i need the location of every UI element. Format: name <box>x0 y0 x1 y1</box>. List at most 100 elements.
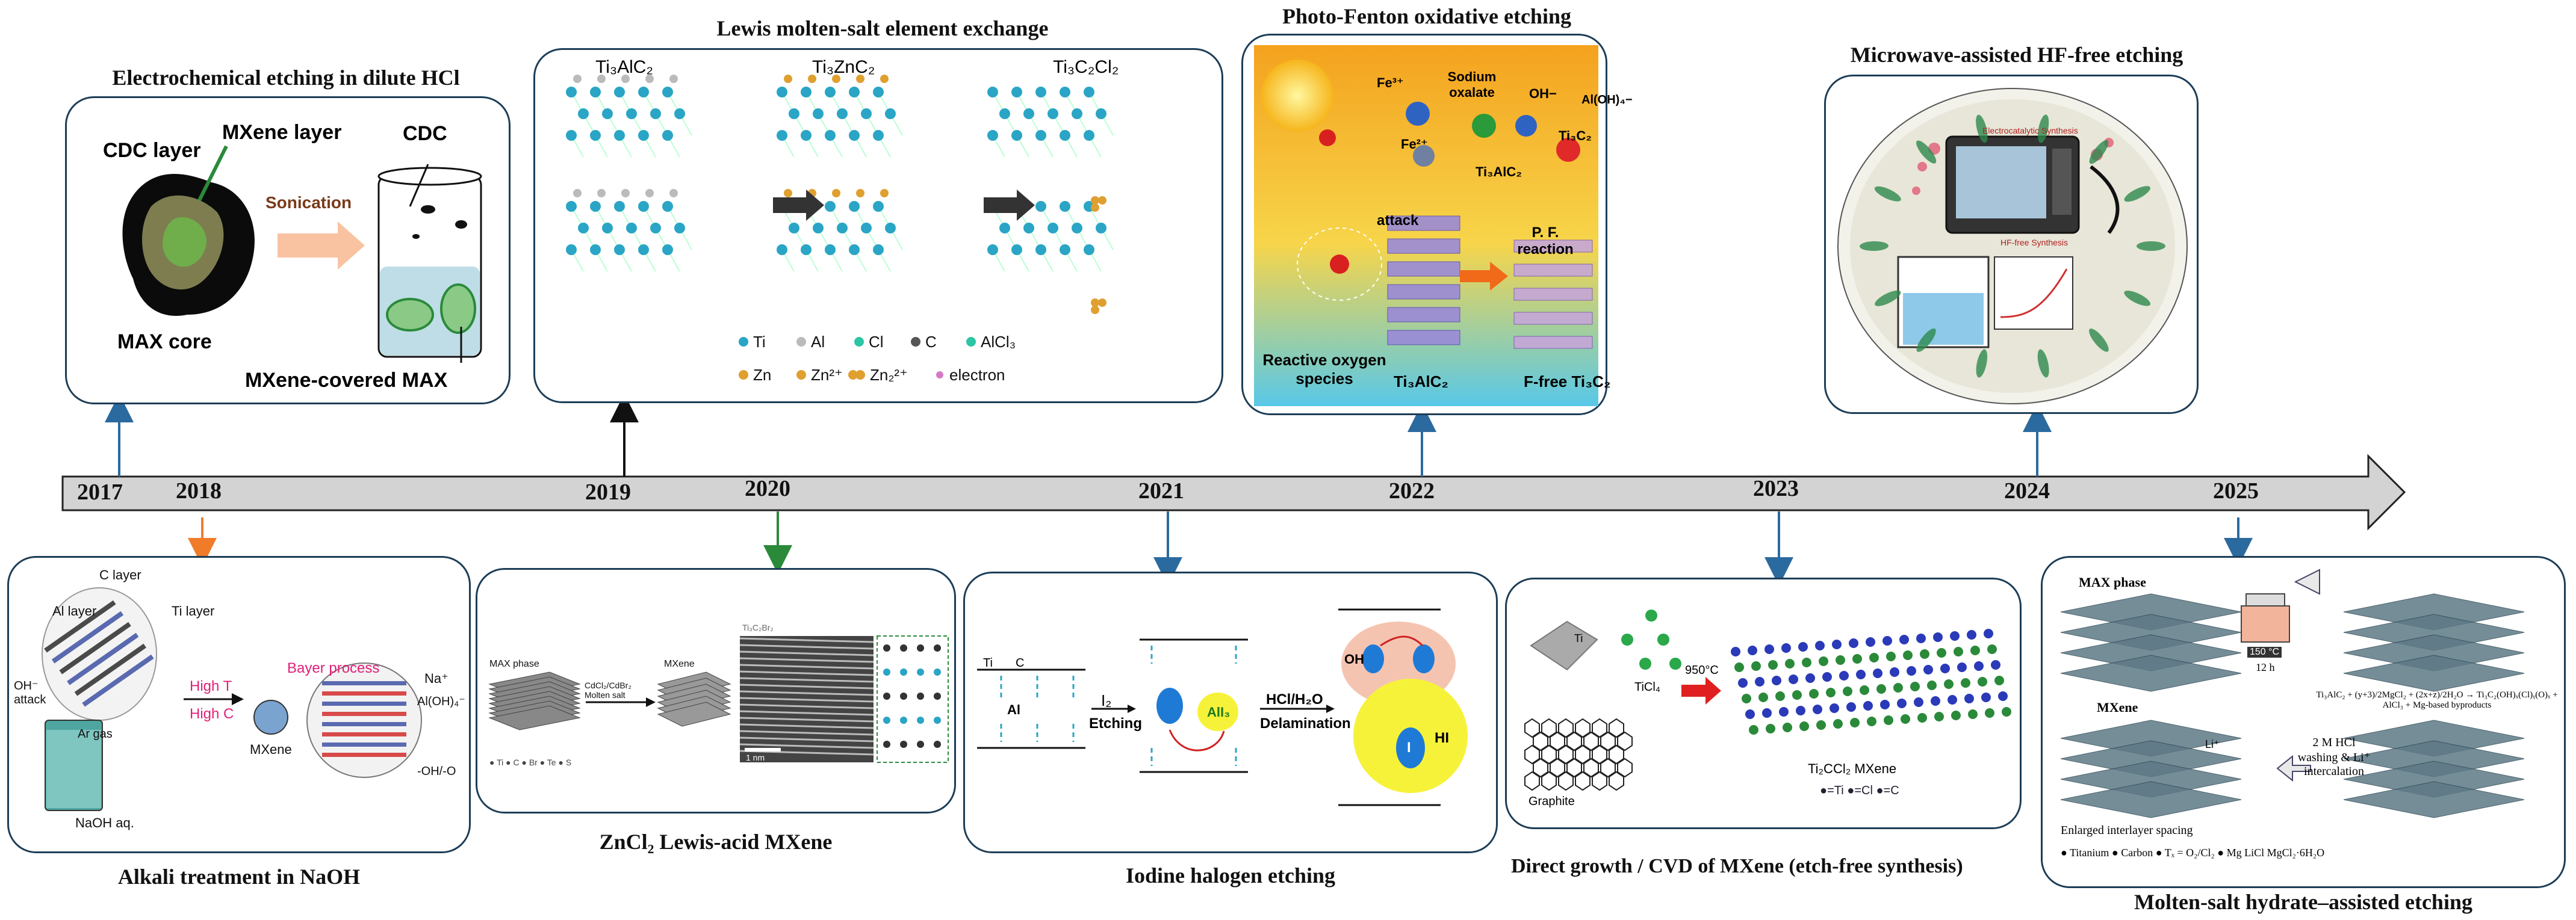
delamination-label: Delamination <box>1260 715 1351 732</box>
year-2021: 2021 <box>1138 478 1184 504</box>
mxene-label: MXene <box>2097 700 2138 715</box>
lewis-exchange-panel: Ti₃AlC₂ Ti₃ZnC₂ Ti₃C₂Cl₂ Ti Al Cl C AlCl… <box>533 48 1223 403</box>
oh-attack-label: OH⁻ attack <box>14 679 46 706</box>
alkali-illustration <box>42 587 422 811</box>
ti3alc2-small-label: Ti₃AlC₂ <box>1476 164 1522 179</box>
ali3-label: AlI₃ <box>1207 705 1231 720</box>
cvd-legend: ●=Ti ●=Cl ●=C <box>1820 784 1899 797</box>
electrochemical-illustration <box>122 145 482 363</box>
electrochemical-title: Electrochemical etching in dilute HCl <box>112 66 460 90</box>
c-label: C <box>1016 656 1025 670</box>
wash-label: 2 M HCl washing & Li⁺ intercalation <box>2297 736 2371 778</box>
max-phase-label: MAX phase <box>2079 575 2146 590</box>
cvd-illustration <box>1524 610 2011 791</box>
iodine-title: Iodine halogen etching <box>1125 863 1336 888</box>
ti-label: Ti <box>1574 632 1583 644</box>
li-label: Li⁺ <box>2205 738 2220 750</box>
year-2018: 2018 <box>176 478 222 504</box>
lewis-exchange-title: Lewis molten-salt element exchange <box>716 16 1049 40</box>
lewis-crystal-illustration <box>566 75 1114 380</box>
year-2025: 2025 <box>2213 478 2259 504</box>
hf-free-label: HF-free Synthesis <box>2000 238 2069 247</box>
zncl2-illustration <box>488 635 949 763</box>
molten-hydrate-panel: MAX phase 150 °C 12 h Ti₃AlC₂ + (y+3)/2M… <box>2041 556 2566 888</box>
zncl2-title: ZnCl₂ Lewis-acid MXene <box>599 830 833 854</box>
cvd-title: Direct growth / CVD of MXene (etch-free … <box>1511 855 1963 877</box>
mxene-label: MXene <box>664 659 695 669</box>
cdc-label: CDC <box>403 122 447 145</box>
spacing-label: Enlarged interlayer spacing <box>2061 824 2193 837</box>
high-t-label: High T <box>190 678 232 694</box>
attack-label: attack <box>1377 212 1419 229</box>
oh-o-label: -OH/-O <box>417 765 456 778</box>
ti3alc2-label: Ti₃AlC₂ <box>595 57 654 77</box>
ti3c2-label: Ti₃C₂ <box>1559 128 1592 143</box>
photo-fenton-illustration <box>1254 45 1598 406</box>
al-layer-label: Al layer <box>52 604 97 619</box>
iodine-panel: I₂ Etching HCl/H₂O Delamination AlI₃ Al … <box>963 572 1498 853</box>
hi-label: HI <box>1435 730 1449 746</box>
ti-label: Ti <box>983 656 993 670</box>
f-free-label: F-free Ti₃C₂ <box>1524 372 1611 391</box>
molten-legend: ● Titanium ● Carbon ● Tₓ = O₂/Cl₂ ● Mg L… <box>2061 847 2325 859</box>
year-2019: 2019 <box>585 480 631 505</box>
year-2024: 2024 <box>2004 478 2050 504</box>
bayer-label: Bayer process <box>287 660 380 676</box>
mxene-label: MXene <box>250 742 292 757</box>
c-layer-label: C layer <box>99 567 141 582</box>
naoh-label: NaOH aq. <box>75 815 134 830</box>
product-label: Ti₂CCl₂ MXene <box>1808 761 1897 776</box>
legend-ti: Ti <box>753 333 766 351</box>
scale-bar-label: 1 nm <box>746 753 765 762</box>
molten-salt-label: CdCl₂/CdBr₂ Molten salt <box>585 681 632 700</box>
iodine-illustration <box>977 608 1468 806</box>
zncl2-panel: MAX phase MXene CdCl₂/CdBr₂ Molten salt … <box>476 568 956 813</box>
molten-hydrate-title: Molten-salt hydrate–assisted etching <box>2134 890 2472 914</box>
legend-al: Al <box>811 333 825 351</box>
aloh4-label: Al(OH)₄⁻ <box>417 695 465 708</box>
mxene-covered-max-label: MXene-covered MAX <box>245 369 448 392</box>
high-c-label: High C <box>190 706 234 722</box>
al-label: Al <box>1007 702 1020 717</box>
ticl4-label: TiCl₄ <box>1634 681 1660 694</box>
ti3c2br2-label: Ti₃C₂Br₂ <box>742 623 774 632</box>
electrochemical-panel: CDC layer MXene layer CDC Sonication MAX… <box>65 96 511 404</box>
equation-label: Ti₃AlC₂ + (y+3)/2MgCl₂ + (2x+z)/2H₂O → T… <box>2316 690 2558 710</box>
alkali-title: Alkali treatment in NaOH <box>117 865 361 889</box>
mxene-layer-label: MXene layer <box>222 121 342 144</box>
year-2017: 2017 <box>77 480 123 505</box>
pf-reaction-label: P. F. reaction <box>1517 224 1574 258</box>
photo-fenton-panel: Fe³⁺ Fe²⁺ Sodium oxalate OH− Al(OH)₄− Ti… <box>1241 34 1633 415</box>
cvd-panel: Ti TiCl₄ 950°C Graphite Ti₂CCl₂ MXene ●=… <box>1505 578 2022 829</box>
temp-label: 950°C <box>1685 664 1719 677</box>
legend-cl: Cl <box>869 333 884 351</box>
graphite-label: Graphite <box>1529 795 1575 808</box>
ar-gas-label: Ar gas <box>78 727 113 741</box>
year-2020: 2020 <box>745 476 790 501</box>
microwave-panel: Electrocatalytic Synthesis HF-free Synth… <box>1824 75 2199 414</box>
legend-zn2: Zn²⁺ <box>811 366 843 384</box>
etching-label: Etching <box>1089 715 1142 732</box>
max-core-label: MAX core <box>117 330 212 353</box>
ti-layer-label: Ti layer <box>172 604 215 619</box>
ti3c2cl2-label: Ti₃C₂Cl₂ <box>1053 57 1119 77</box>
fe2-label: Fe²⁺ <box>1401 137 1428 152</box>
hcl-label: HCl/H₂O <box>1266 691 1323 708</box>
reactive-oxygen-label: Reactive oxygen species <box>1262 351 1386 387</box>
legend-zn: Zn <box>753 366 772 384</box>
i-label: I <box>1407 739 1411 756</box>
year-2022: 2022 <box>1389 478 1435 504</box>
year-2023: 2023 <box>1753 476 1799 501</box>
ti3alc2-bottom-label: Ti₃AlC₂ <box>1394 372 1448 391</box>
sonication-label: Sonication <box>265 193 352 212</box>
photo-fenton-title: Photo-Fenton oxidative etching <box>1282 4 1571 28</box>
zncl2-legend: ● Ti ● C ● Br ● Te ● S <box>489 758 572 767</box>
electrocatalytic-label: Electrocatalytic Synthesis <box>1982 126 2078 135</box>
legend-c: C <box>925 333 937 351</box>
temp-label: 150 °C <box>2247 647 2282 658</box>
time-label: 12 h <box>2256 661 2275 673</box>
legend-alcl3: AlCl₃ <box>981 333 1016 351</box>
molten-hydrate-illustration <box>2060 569 2525 818</box>
microwave-illustration <box>1837 88 2188 404</box>
